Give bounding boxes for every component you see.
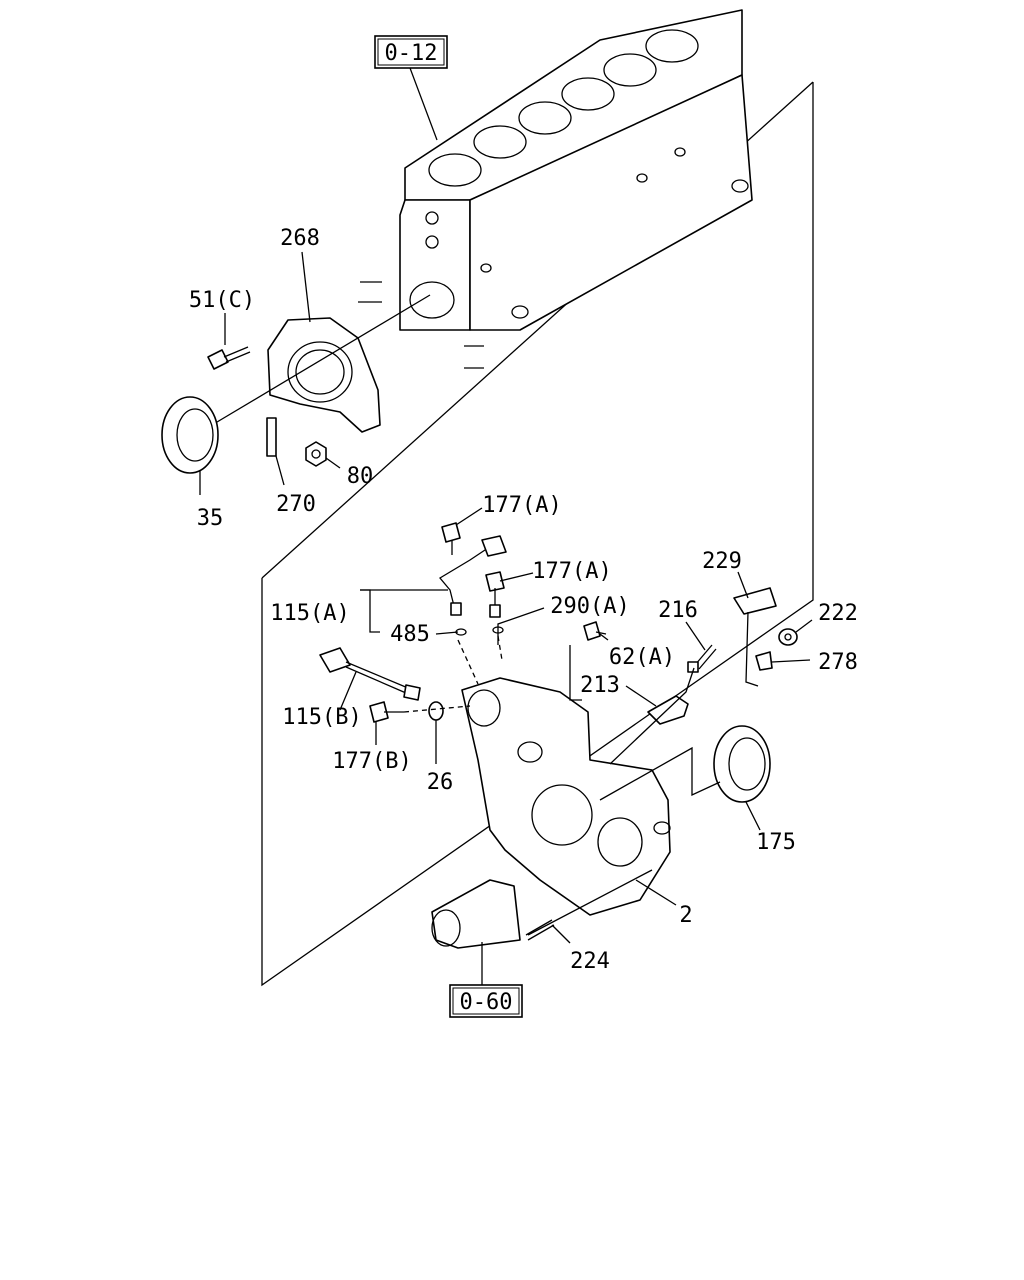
label-278: 278 (818, 650, 858, 675)
bolt-62a (583, 621, 607, 641)
label-115a: 115(A) (270, 601, 349, 626)
label-80: 80 (347, 464, 374, 489)
label-115b: 115(B) (282, 705, 361, 730)
clip-278 (755, 651, 773, 671)
stud-216 (687, 644, 717, 673)
label-216: 216 (658, 598, 698, 623)
label-177a-2: 177(A) (532, 559, 611, 584)
bolt-51c (207, 346, 251, 370)
bracket-229 (733, 587, 777, 615)
bolt-177a-2 (485, 571, 505, 618)
label-26: 26 (427, 770, 454, 795)
label-213: 213 (580, 673, 620, 698)
label-177b: 177(B) (332, 749, 411, 774)
bolt-177b (369, 701, 404, 723)
timing-gear-case (461, 677, 671, 916)
label-51c: 51(C) (189, 288, 255, 313)
label-268: 268 (280, 226, 320, 251)
label-229: 229 (702, 549, 742, 574)
ref-box-block[interactable]: 0-12 (374, 35, 448, 69)
cylinder-block (358, 9, 753, 369)
sensor-115a (439, 522, 507, 616)
stud-270 (266, 417, 277, 457)
label-35: 35 (197, 506, 224, 531)
label-175: 175 (756, 830, 796, 855)
label-62a: 62(A) (609, 645, 675, 670)
label-222: 222 (818, 601, 858, 626)
ref-starter-label: 0-60 (460, 990, 513, 1015)
rear-oil-seal-35 (161, 396, 219, 474)
label-2: 2 (679, 903, 692, 928)
front-oil-seal-175 (713, 725, 771, 803)
nut-222 (778, 628, 798, 646)
clip-26 (428, 701, 444, 721)
sensor-115b (319, 647, 421, 701)
label-224: 224 (570, 949, 610, 974)
starter-motor (431, 879, 521, 949)
nut-80 (305, 441, 327, 467)
bracket-213 (647, 695, 689, 725)
ref-box-starter[interactable]: 0-60 (449, 984, 523, 1018)
stud-224 (525, 919, 555, 941)
label-270: 270 (276, 492, 316, 517)
ref-block-label: 0-12 (385, 41, 438, 66)
label-177a-1: 177(A) (482, 493, 561, 518)
label-485: 485 (390, 622, 430, 647)
label-290a: 290(A) (550, 594, 629, 619)
rear-oil-seal-retainer (267, 317, 381, 433)
